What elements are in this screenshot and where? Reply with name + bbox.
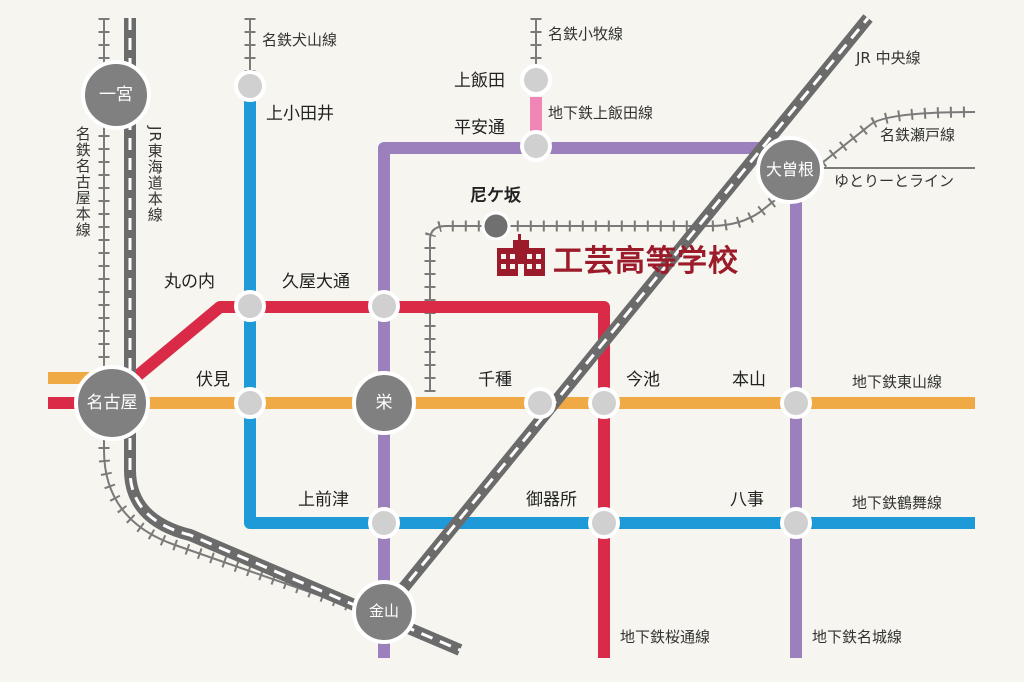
station-gokiso — [588, 507, 620, 539]
label-meitetsu-seto: 名鉄瀬戸線 — [880, 126, 956, 144]
label-hisaya-odori: 久屋大通 — [282, 272, 350, 292]
station-kamimaezu — [368, 507, 400, 539]
sakuradori-line — [114, 301, 610, 658]
label-kamiotai: 上小田井 — [266, 104, 334, 124]
station-chikusa — [524, 387, 556, 419]
station-sakae — [352, 371, 416, 435]
label-fushimi: 伏見 — [196, 370, 230, 390]
station-ozone — [756, 136, 824, 204]
station-heiando — [520, 130, 552, 162]
station-ichinomiya — [81, 60, 151, 130]
station-kamiotai — [234, 70, 266, 102]
jr-lines — [124, 14, 873, 656]
label-kamiiida: 上飯田 — [454, 71, 505, 91]
school-building-icon — [497, 234, 545, 276]
label-kamimaezu: 上前津 — [298, 490, 349, 510]
station-yagoto — [780, 507, 812, 539]
tsurumai-line — [244, 87, 975, 529]
station-imaike — [588, 387, 620, 419]
label-marunouchi: 丸の内 — [164, 272, 215, 292]
label-jr-tokaido: JR東海道本線 — [145, 126, 164, 223]
meitetsu-tracks — [98, 18, 976, 626]
label-yagoto: 八事 — [730, 490, 764, 510]
station-kamiiida — [520, 64, 552, 96]
station-kanayama — [352, 580, 416, 644]
station-marunouchi — [234, 290, 266, 322]
small-stations — [234, 64, 812, 539]
station-amagasaka — [481, 211, 511, 241]
label-motoyama: 本山 — [732, 370, 766, 390]
label-kanayama: 金山 — [368, 602, 399, 620]
label-chikusa: 千種 — [478, 370, 512, 390]
station-nagoya — [74, 365, 150, 441]
big-stations — [74, 60, 824, 644]
station-motoyama — [780, 387, 812, 419]
label-gokiso: 御器所 — [526, 490, 577, 510]
label-subway-higashiyama: 地下鉄東山線 — [852, 373, 943, 391]
label-meitetsu-inuyama: 名鉄犬山線 — [262, 31, 338, 49]
school-name: 工芸高等学校 — [553, 244, 739, 279]
meitetsu-seto-line — [429, 111, 976, 392]
label-subway-tsurumai: 地下鉄鶴舞線 — [852, 494, 943, 512]
label-yutorito: ゆとりーとライン — [834, 172, 955, 190]
label-subway-kamiiida: 地下鉄上飯田線 — [548, 104, 654, 122]
station-fushimi — [234, 387, 266, 419]
label-jr-chuo: JR 中央線 — [856, 49, 921, 67]
label-subway-meijo: 地下鉄名城線 — [812, 628, 903, 646]
label-sakae: 栄 — [375, 393, 393, 413]
label-heiando: 平安通 — [454, 118, 505, 138]
label-ichinomiya: 一宮 — [99, 85, 133, 105]
label-nagoya: 名古屋 — [86, 393, 138, 413]
label-meitetsu-nagoya: 名鉄名古屋本線 — [73, 126, 92, 238]
label-amagasaka: 尼ケ坂 — [470, 186, 521, 206]
label-meitetsu-komaki: 名鉄小牧線 — [548, 25, 624, 43]
label-ozone: 大曽根 — [765, 160, 814, 179]
label-subway-sakuradori: 地下鉄桜通線 — [620, 628, 711, 646]
label-imaike: 今池 — [626, 370, 660, 390]
station-hisaya-odori — [368, 290, 400, 322]
